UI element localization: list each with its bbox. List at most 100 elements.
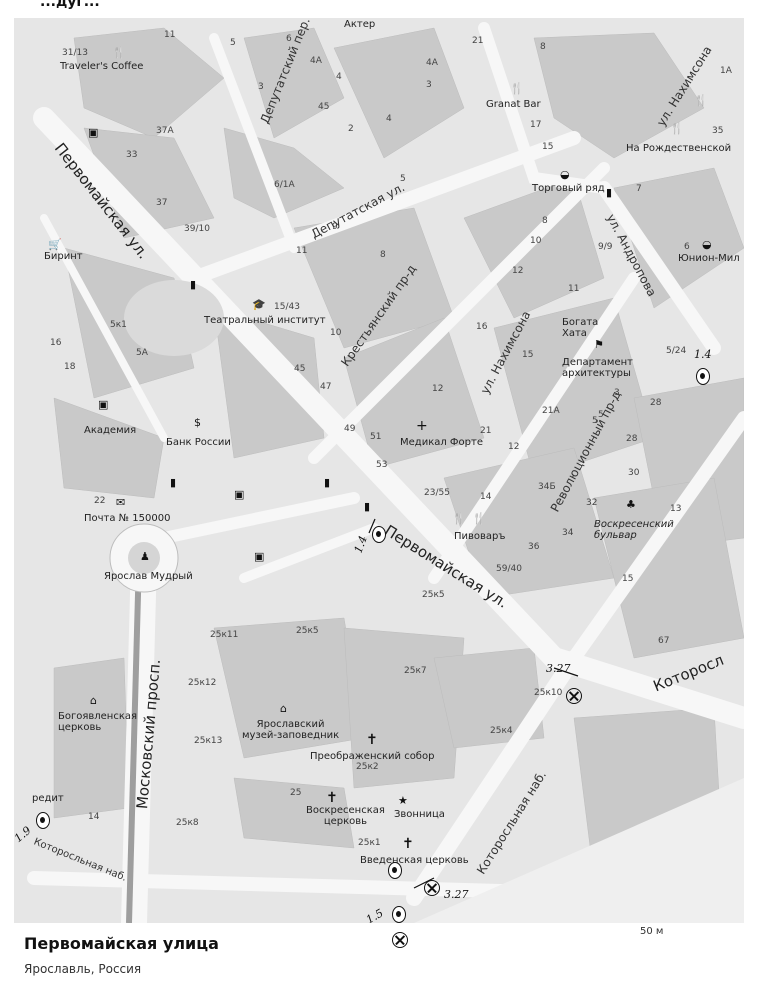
house-number: 12	[432, 384, 444, 394]
house-number: 25к5	[296, 626, 319, 636]
mail-icon: ✉	[116, 496, 126, 509]
house-number: 25к10	[534, 688, 563, 698]
house-number: 53	[376, 460, 388, 470]
house-number: 39/10	[184, 224, 210, 234]
poi-zvonnitsa[interactable]: Звонница	[394, 809, 445, 820]
house-number: 37А	[156, 126, 174, 136]
route-marker-circle[interactable]	[372, 526, 386, 543]
route-marker-label: 3.27	[444, 888, 469, 901]
route-marker-crossed[interactable]	[392, 932, 408, 948]
poi-preobrazhensky[interactable]: Преображенский собор	[310, 751, 435, 762]
route-marker-crossed[interactable]	[424, 880, 440, 896]
house-number: 5	[230, 38, 236, 48]
poi-torgovy-ryad[interactable]: Торговый ряд	[532, 183, 605, 194]
house-number: 15	[622, 574, 634, 584]
map-base	[14, 18, 744, 923]
shopping-cart-icon: 🛒	[48, 238, 62, 251]
poi-yaroslav-mudry[interactable]: Ярослав Мудрый	[104, 571, 193, 582]
traffic-light-icon: ▮	[190, 278, 197, 291]
poi-muzey[interactable]: Ярославский музей-заповедник	[242, 719, 340, 741]
map-view[interactable]: Первомайская ул. Первомайская ул. Депута…	[14, 18, 744, 923]
house-number: 25к2	[356, 762, 379, 772]
route-marker-circle[interactable]	[392, 906, 406, 923]
house-number: 22	[94, 496, 106, 506]
museum-icon: ▣	[98, 398, 109, 411]
house-number: 25к8	[176, 818, 199, 828]
poi-travelers-coffee[interactable]: Traveler's Coffee	[60, 61, 144, 72]
poi-bogata-khata[interactable]: Богата Хата	[562, 317, 599, 339]
burger-icon: ◒	[702, 238, 712, 251]
house-number: 25к11	[210, 630, 239, 640]
house-number: 13	[670, 504, 682, 514]
church-icon: ⌂	[90, 694, 97, 707]
poi-teatralny-institut[interactable]: Театральный институт	[204, 315, 326, 326]
house-number: 10	[530, 236, 542, 246]
poi-voskresensky-bulvar[interactable]: Воскресенский бульвар	[594, 519, 674, 541]
church-icon: ✝	[326, 790, 338, 806]
house-number: 59/40	[496, 564, 522, 574]
traffic-light-icon: ▮	[324, 476, 331, 489]
route-marker-crossed[interactable]	[566, 688, 582, 704]
house-number: 9	[332, 222, 338, 232]
house-number: 14	[480, 492, 492, 502]
house-number: 33	[126, 150, 138, 160]
house-number: 5	[592, 416, 598, 426]
house-number: 28	[650, 398, 662, 408]
poi-pochta[interactable]: Почта № 150000	[84, 513, 171, 524]
house-number: 25	[290, 788, 302, 798]
house-number: 5/24	[666, 346, 687, 356]
graduation-cap-icon: 🎓	[252, 298, 266, 311]
route-marker-label: 3.27	[546, 662, 571, 675]
poi-bogoyavlenskaya[interactable]: Богоявленская церковь	[58, 711, 138, 733]
poi-vvedenskaya[interactable]: Введенская церковь	[360, 855, 469, 866]
house-number: 4А	[310, 56, 322, 66]
house-number: 25к1	[358, 838, 381, 848]
poi-na-rozhdestvenskoy[interactable]: На Рождественской	[626, 143, 732, 154]
cafe-icon: 🍴	[472, 512, 486, 525]
house-number: 11	[568, 284, 580, 294]
poi-akademiya[interactable]: Академия	[84, 425, 137, 436]
dollar-icon: $	[194, 416, 201, 429]
house-number: 6	[286, 34, 292, 44]
poi-kredit[interactable]: редит	[32, 793, 64, 804]
poi-yunion-mil[interactable]: Юнион-Мил	[678, 253, 740, 264]
house-number: 8	[542, 216, 548, 226]
poi-labirint[interactable]: Биринт	[44, 251, 83, 262]
page-title: Первомайская улица	[24, 934, 219, 953]
scale-bar: 50 м	[640, 926, 664, 937]
cafe-icon: 🍴	[112, 46, 126, 59]
house-number: 3	[614, 388, 620, 398]
flag-icon: ⚑	[594, 338, 604, 351]
house-number: 11	[164, 30, 176, 40]
bus-stop-icon: ▣	[88, 126, 99, 139]
house-number: 47	[320, 382, 332, 392]
traffic-light-icon: ▮	[170, 476, 177, 489]
poi-granat-bar[interactable]: Granat Bar	[486, 99, 541, 110]
house-number: 12	[512, 266, 524, 276]
house-number: 9/9	[598, 242, 613, 252]
route-marker-circle[interactable]	[696, 368, 710, 385]
poi-medikal-forte[interactable]: Медикал Форте	[400, 437, 483, 448]
poi-departament[interactable]: Департамент архитектуры	[562, 357, 633, 379]
poi-akter[interactable]: Актер	[344, 19, 376, 30]
page-subtitle: Ярославль, Россия	[24, 962, 142, 976]
poi-bank-rossii[interactable]: Банк России	[166, 437, 231, 448]
route-marker-circle[interactable]	[36, 812, 50, 829]
house-number: 28	[626, 434, 638, 444]
house-number: 15/43	[274, 302, 300, 312]
route-marker-circle[interactable]	[388, 862, 402, 879]
house-number: 16	[50, 338, 62, 348]
house-number: 5	[598, 410, 604, 420]
house-number: 45	[294, 364, 306, 374]
house-number: 49	[344, 424, 356, 434]
poi-voskresenskaya[interactable]: Воскресенская церковь	[306, 805, 385, 827]
house-number: 25к5	[422, 590, 445, 600]
house-number: 11	[296, 246, 308, 256]
church-icon: ✝	[402, 836, 414, 852]
bus-stop-icon: ▣	[254, 550, 265, 563]
church-icon: ✝	[366, 732, 378, 748]
house-number: 34	[562, 528, 574, 538]
poi-pivovar[interactable]: Пивоваръ	[454, 531, 506, 542]
house-number: 4	[336, 72, 342, 82]
cafe-icon: 🍴	[670, 122, 684, 135]
